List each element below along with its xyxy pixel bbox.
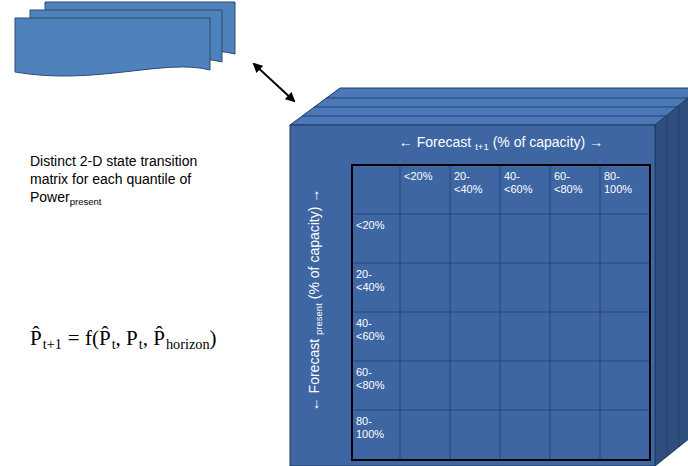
formula-part: P̂ [99,326,111,350]
formula-subscript: horizon [166,336,210,352]
page-sheet [15,18,210,76]
table-header-cell: 60-<80% [356,366,398,392]
formula-group: P̂t+1= f(P̂t, Pt, P̂horizon) [30,326,217,353]
formula-part: ) [210,326,217,350]
formula-subscript: t [112,336,116,352]
table-header-cell: 40-<60% [356,317,398,343]
formula-part: = f( [68,326,99,350]
axis-text: (% of capacity) → [493,134,603,150]
description-text: Distinct 2-D state transition matrix for… [30,153,197,205]
axis-subscript: t+1 [475,141,489,152]
axis-text: ← Forecast [399,134,471,150]
subscript: present [70,196,102,207]
table-grid [352,165,650,460]
axis-label: ← Forecast t+1 (% of capacity) → [352,134,650,152]
formula-subscript: t+1 [43,336,62,352]
formula-part: , P [116,326,138,350]
table-header-cell: 60-<80% [554,170,596,196]
formula-subscript: t [139,336,143,352]
axis-subscript: present [313,303,324,335]
table-header-cell: 40-<60% [504,170,546,196]
table-header-cell: <20% [356,219,398,232]
table-header-cell: 80-100% [356,415,398,441]
description-group: Distinct 2-D state transition matrix for… [30,152,198,211]
cube-side [655,88,688,466]
double-arrow [254,64,294,101]
table-header-cell: 80-100% [604,170,646,196]
table-header-cell: 20-<40% [454,170,496,196]
cube-front [290,125,655,466]
table-border [352,165,650,460]
table-header-cell: 20-<40% [356,268,398,294]
formula-part: , P̂ [143,326,165,350]
axis-text: ← Forecast [306,339,322,411]
axis-text: (% of capacity) → [306,189,322,299]
table-header-cell: <20% [404,170,446,183]
formula-part: P̂ [30,326,42,350]
axis-label: ← Forecast present (% of capacity) → [306,130,324,466]
